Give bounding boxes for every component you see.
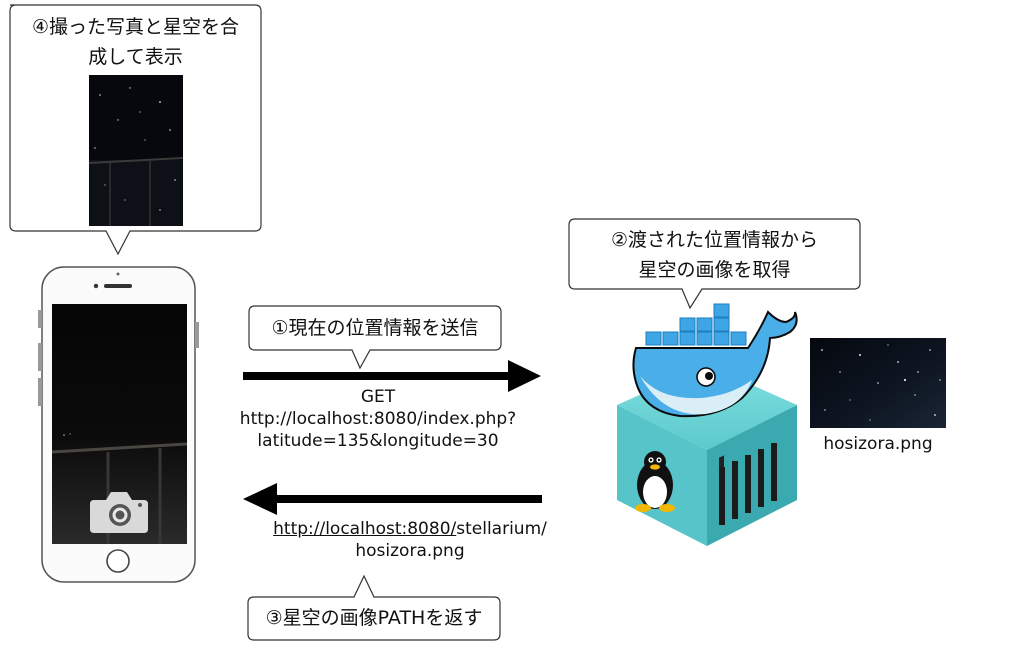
- composite-photo: [88, 75, 184, 226]
- callout-step2-text: ②渡された位置情報から 星空の画像を取得: [569, 225, 860, 285]
- sky-image-caption: hosizora.png: [823, 434, 933, 454]
- response-label: http://localhost:8080/stellarium/ hosizo…: [250, 518, 570, 562]
- callout-step3: [247, 574, 501, 641]
- request-url-line2: latitude=135&longitude=30: [257, 431, 499, 451]
- callout-step4-line1: ④撮った写真と星空を合: [31, 16, 240, 38]
- callout-step2-line2: 星空の画像を取得: [638, 259, 791, 281]
- request-label: GET http://localhost:8080/index.php? lat…: [218, 386, 538, 452]
- response-url-path: stellarium/: [456, 519, 547, 539]
- starry-sky-image: [810, 338, 946, 428]
- callout-step4-text: ④撮った写真と星空を合 成して表示: [12, 12, 259, 72]
- response-url-link[interactable]: http://localhost:8080/: [273, 519, 457, 539]
- request-arrow: [243, 360, 541, 392]
- callout-step2-line1: ②渡された位置情報から: [610, 229, 819, 251]
- callout-step2: [568, 218, 861, 310]
- linux-tux-icon: [635, 451, 675, 512]
- docker-whale-icon: [632, 303, 798, 418]
- callout-step1: [248, 305, 502, 370]
- request-url-line1: http://localhost:8080/index.php?: [239, 409, 517, 429]
- smartphone-icon: [38, 266, 199, 583]
- callout-step4-line2: 成して表示: [88, 46, 183, 68]
- camera-icon[interactable]: [90, 492, 148, 533]
- request-method: GET: [360, 387, 396, 407]
- callout-step1-text: ①現在の位置情報を送信: [271, 317, 479, 339]
- response-arrow: [243, 483, 542, 515]
- response-url: http://localhost:8080/stellarium/: [250, 518, 570, 540]
- callout-step3-text: ③星空の画像PATHを返す: [265, 607, 483, 629]
- response-filename: hosizora.png: [355, 541, 465, 561]
